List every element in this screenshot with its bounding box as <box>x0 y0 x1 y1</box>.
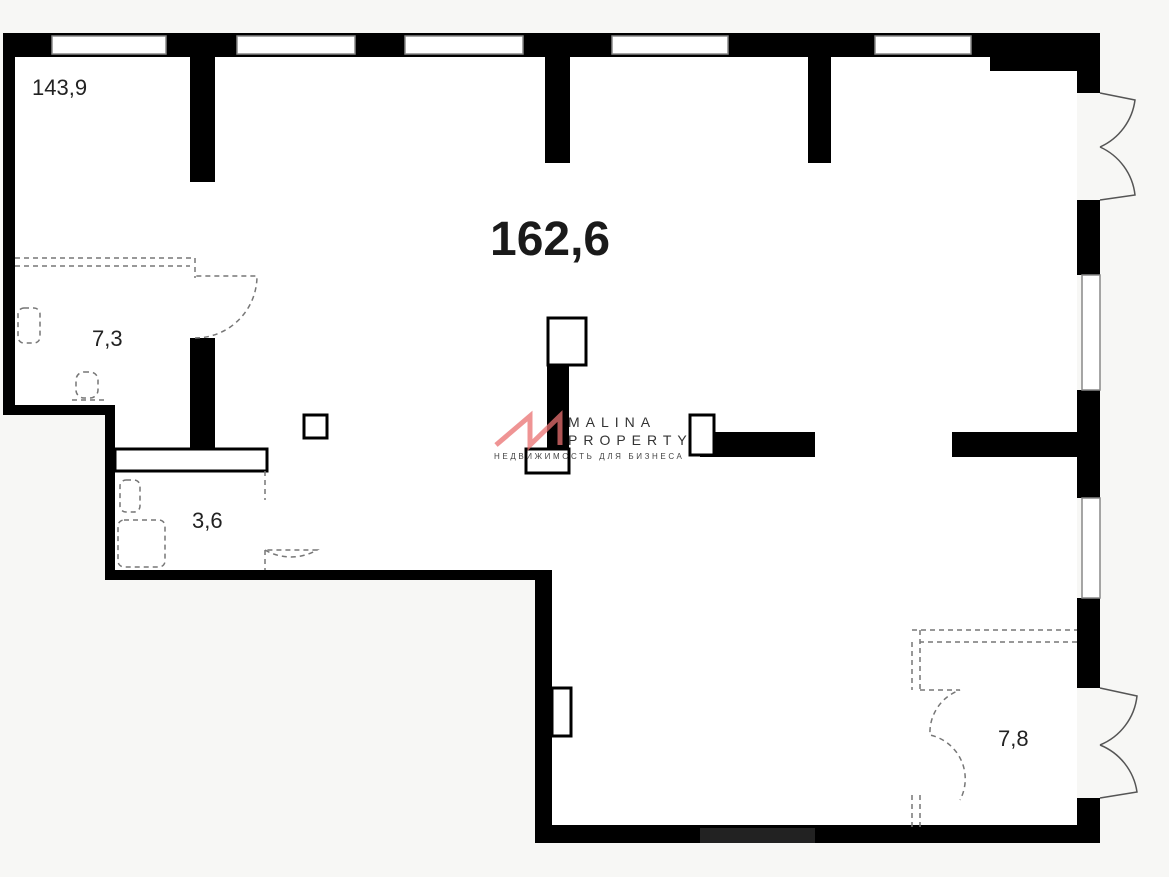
main-room-area-label: 162,6 <box>490 213 611 266</box>
dashed-partitions <box>15 257 1077 828</box>
watermark-line2: PROPERTY <box>568 432 693 448</box>
watermark-line3: НЕДВИЖИМОСТЬ ДЛЯ БИЗНЕСА <box>494 452 685 461</box>
room-area-label: 7,8 <box>998 726 1029 751</box>
room-area-label: 143,9 <box>32 75 88 100</box>
columns <box>113 316 716 738</box>
walls <box>3 33 1100 843</box>
watermark-line1: MALINA <box>568 414 657 430</box>
room-area-label: 3,6 <box>192 508 223 533</box>
watermark-logo-mark <box>494 410 563 451</box>
doors <box>1099 92 1138 799</box>
windows <box>51 35 1101 599</box>
room-area-label: 7,3 <box>92 326 123 351</box>
